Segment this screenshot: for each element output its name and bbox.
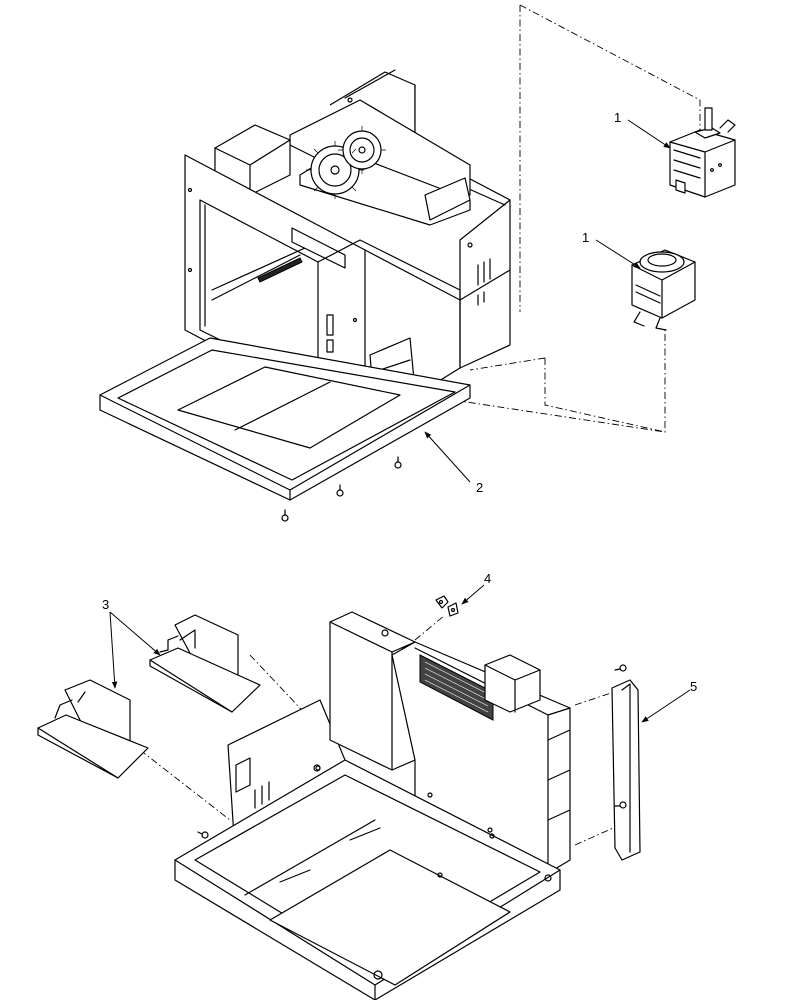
screw-icon <box>197 764 321 839</box>
clip <box>435 595 459 617</box>
callout-2: 2 <box>476 480 483 495</box>
callout-5: 5 <box>690 679 697 694</box>
callout-3: 3 <box>102 597 109 612</box>
screw-icon <box>281 456 402 522</box>
magnetron-upper <box>669 107 736 198</box>
outer-housing <box>174 611 571 1000</box>
magnetron-lower <box>631 249 696 331</box>
callout-4: 4 <box>484 571 491 586</box>
callout-1-upper: 1 <box>614 110 621 125</box>
vent-grid <box>419 654 494 721</box>
screw-icon <box>614 664 627 809</box>
upper-assembly: 1 1 2 <box>99 4 736 522</box>
waveguide-cover-upper <box>149 614 261 713</box>
alignment-line-upper <box>519 4 701 312</box>
waveguide-cover-lower <box>37 679 149 779</box>
base-pan <box>99 337 471 522</box>
gear-right <box>342 130 382 170</box>
side-bracket <box>611 664 641 861</box>
callout-1-lower: 1 <box>582 230 589 245</box>
alignment-line-lower <box>439 330 666 433</box>
lower-assembly: 3 4 5 <box>37 571 697 1000</box>
